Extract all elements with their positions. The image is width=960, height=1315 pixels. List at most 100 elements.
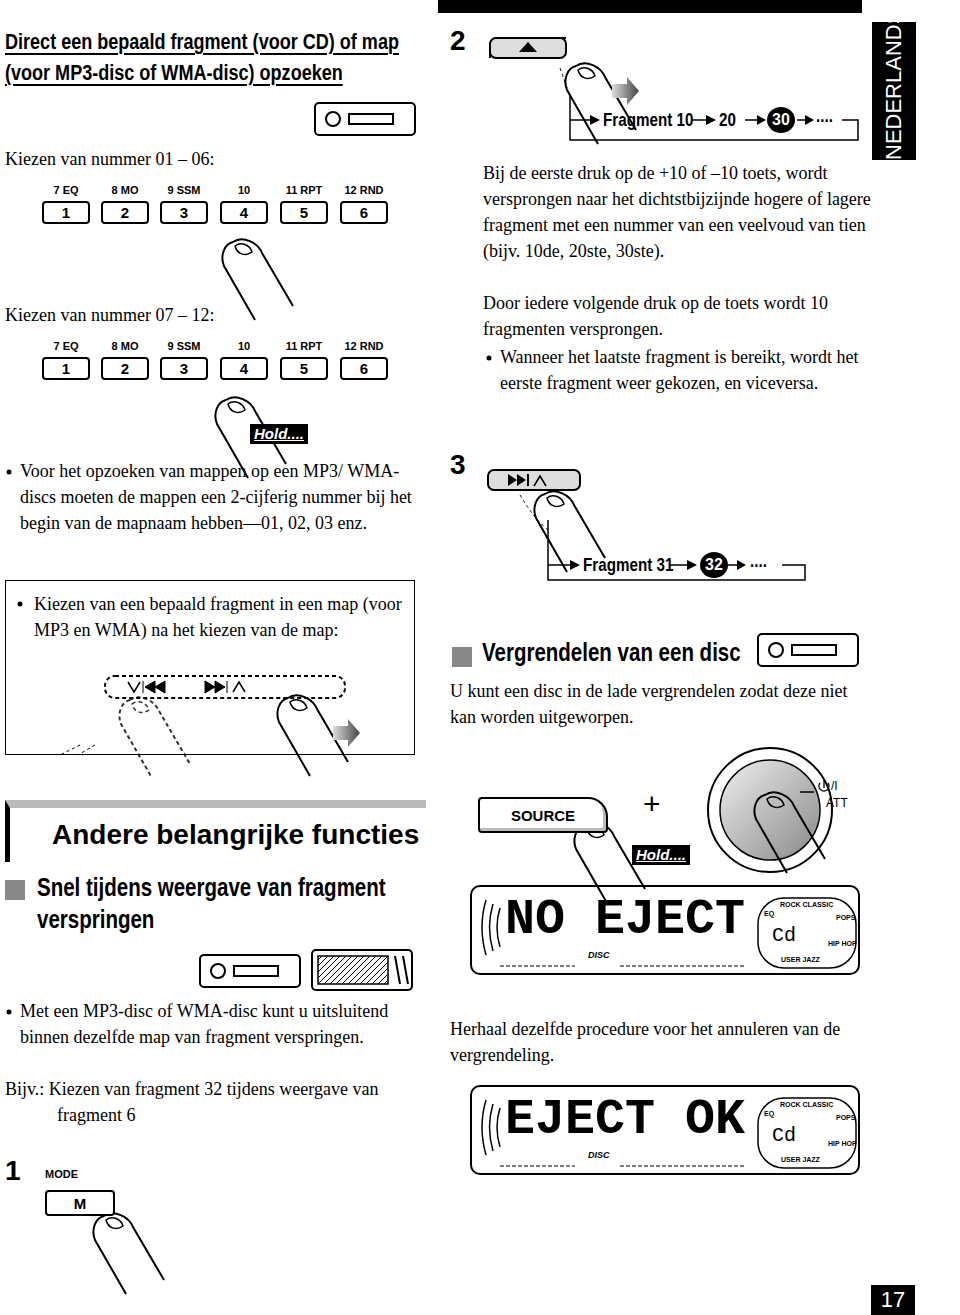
node-text: 2 (121, 360, 129, 377)
panel-open-icon (312, 950, 412, 990)
body-text: U kunt een disc in de lade vergrendelen … (450, 678, 855, 730)
key-label: 12 RND (340, 184, 388, 197)
key-label: 11 RPT (280, 184, 328, 197)
node-text: 4 (240, 204, 248, 221)
bullet (7, 1010, 12, 1015)
lcd-indicator: HIP HOP (828, 1140, 857, 1148)
preset-button: 4 (220, 357, 268, 380)
next-button (527, 474, 529, 486)
power-label: ATT (826, 796, 848, 810)
section-heading: Direct een bepaald fragment (voor CD) of… (5, 26, 415, 88)
node-text: 1 (62, 204, 70, 221)
lcd-indicator: EQ (764, 910, 774, 918)
skip-buttons (105, 676, 345, 698)
lcd-indicator: USER JAZZ (781, 956, 820, 964)
bullet (487, 356, 492, 361)
lcd-indicator: DISC (588, 950, 610, 960)
body-text: Bijv.: Kiezen van fragment 32 tijdens we… (5, 1076, 415, 1128)
preset-button: 6 (340, 357, 388, 380)
key-label: 10 (220, 184, 268, 197)
next-button (508, 474, 526, 486)
section-heading: Vergrendelen van een disc (482, 636, 753, 668)
up-button (519, 42, 537, 52)
key-label: 9 SSM (160, 184, 208, 197)
lcd-indicator: POPS (836, 914, 855, 922)
preset-button: 6 (340, 201, 388, 224)
sequence-arrowheads (805, 115, 814, 125)
lcd-decor (482, 900, 500, 955)
skip-buttons (233, 682, 245, 692)
page-illustration (737, 560, 746, 570)
next-button (534, 476, 546, 486)
next-button (488, 470, 580, 490)
sequence-arrowheads (706, 115, 716, 125)
preset-button: 2 (101, 357, 149, 380)
body-text: Door iedere volgende druk op de toets wo… (483, 290, 871, 342)
node-text: NO EJECT (505, 891, 745, 948)
node-text: 30 (772, 111, 790, 129)
lcd-source: Cd (772, 925, 796, 947)
lcd-source: Cd (772, 1125, 796, 1147)
node-text: 1 (62, 360, 70, 377)
section-heading: Snel tijdens weergave van fragment versp… (37, 871, 414, 935)
up-button (490, 38, 566, 58)
key-label: 9 SSM (160, 340, 208, 353)
key-label: 10 (220, 340, 268, 353)
power-label: /I (831, 779, 838, 793)
up-button (490, 38, 566, 58)
body-text: Bij de eerste druk op de +10 of –10 toet… (483, 160, 871, 264)
node-text: M (74, 1195, 87, 1212)
hold-tag: Hold.... (250, 424, 308, 444)
page-illustration (60, 745, 95, 755)
page-illustration (570, 560, 580, 570)
lcd-indicator: ROCK CLASSIC (780, 901, 833, 909)
plus-sign: + (643, 788, 661, 820)
panel-open-icon (395, 956, 408, 984)
big-arrow (333, 719, 360, 747)
section-marker (5, 880, 25, 900)
finger (119, 697, 190, 778)
volume-knob (819, 780, 829, 791)
lcd-indicator: ROCK CLASSIC (780, 1101, 833, 1109)
node-text: 6 (360, 360, 368, 377)
up-button (490, 38, 566, 58)
finger (565, 63, 636, 144)
node-text: 4 (240, 360, 248, 377)
page-number: 17 (871, 1285, 915, 1315)
sequence-loop (548, 520, 805, 580)
preset-button: 1 (42, 201, 90, 224)
page-illustration (687, 560, 697, 570)
bullet (18, 602, 23, 607)
node-text: 5 (300, 204, 308, 221)
preset-button: 4 (220, 201, 268, 224)
key-label: 7 EQ (42, 340, 90, 353)
volume-knob (800, 791, 814, 793)
next-button (488, 470, 580, 490)
node-text: 2 (121, 204, 129, 221)
section-band: Andere belangrijke functies (5, 800, 426, 862)
big-arrow (612, 77, 639, 105)
preset-button: 5 (280, 357, 328, 380)
body-text: Met een MP3-disc of WMA-disc kunt u uits… (20, 998, 418, 1050)
lcd-indicator: EQ (764, 1110, 774, 1118)
node-text: 5 (300, 360, 308, 377)
body-text: Voor het opzoeken van mappen op een MP3/… (20, 458, 418, 536)
body-text: Kiezen van nummer 01 – 06: (5, 146, 214, 172)
key-label: 7 EQ (42, 184, 90, 197)
lcd-indicator: DISC (588, 1150, 610, 1160)
body-text: Herhaal dezelfde procedure voor het annu… (450, 1016, 858, 1068)
language-tab: NEDERLANDS (872, 22, 916, 160)
panel-icon (758, 634, 858, 666)
skip-buttons (205, 681, 227, 693)
page-illustration (119, 697, 190, 778)
panel-open-icon (318, 956, 388, 984)
page-illustration (520, 495, 548, 530)
mode-button: M (45, 1190, 115, 1216)
fragment-label: Fragment 31 (583, 553, 673, 577)
panel-open-icon (312, 950, 412, 990)
node-text: 32 (705, 556, 723, 574)
skip-buttons (143, 681, 165, 693)
source-button: SOURCE (478, 797, 608, 833)
sequence-loop (548, 520, 805, 580)
volume-knob (708, 748, 832, 872)
